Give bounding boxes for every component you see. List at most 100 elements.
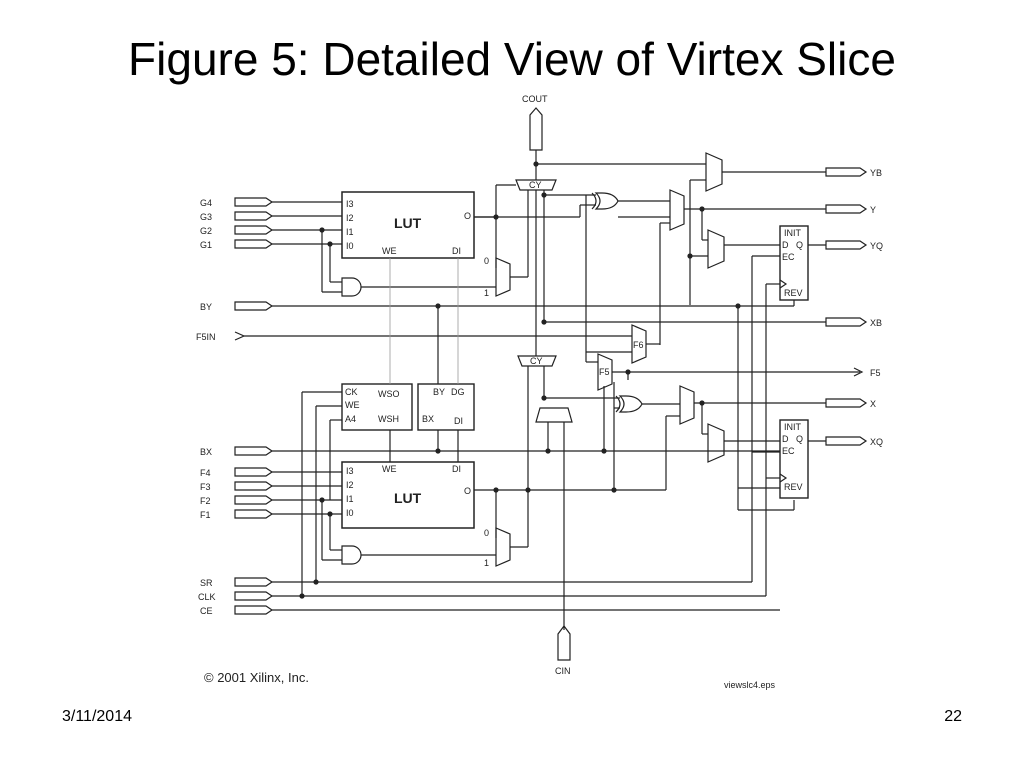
input-sr-label: SR: [200, 578, 213, 588]
input-ce-arrow: [234, 605, 274, 615]
wso-pin-wsh: WSH: [378, 414, 399, 424]
input-clk-arrow: [234, 591, 274, 601]
input-clk-label: CLK: [198, 592, 216, 602]
copyright-text: © 2001 Xilinx, Inc.: [204, 670, 309, 685]
wso-block: [341, 383, 413, 431]
mux-bottom-sel-1: 1: [484, 558, 489, 568]
ff-bottom-rev: REV: [784, 482, 803, 492]
bydg-pin-di: DI: [454, 416, 463, 426]
lut-top-pin-i3: I3: [346, 199, 354, 209]
lut-top-label: LUT: [394, 215, 422, 231]
input-bx-label: BX: [200, 447, 212, 457]
input-f1-label: F1: [200, 510, 211, 520]
mux-f5-label: F5: [599, 367, 610, 377]
input-bx-arrow: [234, 446, 274, 456]
mux-f6-label: F6: [633, 340, 644, 350]
lut-top-pin-i0: I0: [346, 241, 354, 251]
output-x-arrow: [825, 398, 868, 408]
input-g1-arrow: [234, 239, 342, 249]
lut-bottom-pin-i3: I3: [346, 466, 354, 476]
filename-text: viewslc4.eps: [724, 680, 776, 690]
lut-top-pin-di: DI: [452, 246, 461, 256]
input-by-label: BY: [200, 302, 212, 312]
carry-top-label: CY: [529, 180, 542, 190]
lut-bottom-pin-i0: I0: [346, 508, 354, 518]
mux-bottom-sel-0: 0: [484, 528, 489, 538]
ff-bottom-d: D: [782, 434, 789, 444]
mux-f5: [597, 353, 613, 391]
mux-cin-select: [535, 407, 573, 423]
and-gate-top: [341, 277, 362, 297]
output-xb-arrow: [825, 317, 868, 327]
output-y-arrow: [825, 204, 868, 214]
lut-bottom-label: LUT: [394, 490, 422, 506]
input-g4-label: G4: [200, 198, 212, 208]
ff-top-q: Q: [796, 240, 803, 250]
bydg-pin-by: BY: [433, 387, 445, 397]
input-sr-arrow: [234, 577, 274, 587]
lut-bottom-pin-i2: I2: [346, 480, 354, 490]
lut-bottom-pin-di: DI: [452, 464, 461, 474]
carry-bottom-label: CY: [530, 356, 543, 366]
mux-x-output: [679, 385, 695, 425]
carry-bottom-cy: [517, 355, 557, 367]
lut-bottom-pin-o: O: [464, 486, 471, 496]
lut-top-pin-o: O: [464, 211, 471, 221]
ff-top-d: D: [782, 240, 789, 250]
input-g1-label: G1: [200, 240, 212, 250]
lut-bottom-pin-we: WE: [382, 464, 397, 474]
lut-top-block: [341, 191, 475, 259]
lut-bottom-block: [341, 461, 475, 529]
output-xq-label: XQ: [870, 437, 883, 447]
input-f5in-label: F5IN: [196, 332, 216, 342]
lut-top-pin-i1: I1: [346, 227, 354, 237]
input-g3-arrow: [234, 211, 342, 221]
lut-top-pin-i2: I2: [346, 213, 354, 223]
slide-title: Figure 5: Detailed View of Virtex Slice: [128, 33, 896, 85]
wso-pin-we: WE: [345, 400, 360, 410]
by-dg-block: [417, 383, 475, 431]
output-yb-label: YB: [870, 168, 882, 178]
output-f5-label: F5: [870, 368, 881, 378]
ff-bottom-block: [779, 419, 809, 499]
ff-bottom-init: INIT: [784, 422, 802, 432]
wso-pin-ck: CK: [345, 387, 358, 397]
input-f2-label: F2: [200, 496, 211, 506]
output-y-label: Y: [870, 205, 876, 215]
mux-y-output: [669, 189, 685, 231]
input-ce-label: CE: [200, 606, 213, 616]
lut-top-pin-we: WE: [382, 246, 397, 256]
input-g4-arrow: [234, 197, 342, 207]
slide-date: 3/11/2014: [62, 708, 132, 725]
input-g2-arrow: [234, 225, 342, 235]
and-gate-bottom: [341, 545, 362, 565]
input-f4-arrow: [234, 467, 342, 477]
mux-top-0-1: [495, 257, 511, 297]
input-f3-label: F3: [200, 482, 211, 492]
mux-yq-input: [707, 229, 725, 269]
input-f3-arrow: [234, 481, 342, 491]
ff-bottom-ec: EC: [782, 446, 795, 456]
mux-top-sel-1: 1: [484, 288, 489, 298]
output-x-label: X: [870, 399, 876, 409]
bydg-pin-bx: BX: [422, 414, 434, 424]
output-xq-arrow: [825, 436, 868, 446]
ff-bottom-q: Q: [796, 434, 803, 444]
input-f4-label: F4: [200, 468, 211, 478]
input-by-arrow: [234, 301, 274, 311]
output-xb-label: XB: [870, 318, 882, 328]
xor-gate-top: [594, 192, 619, 210]
input-f2-arrow: [234, 495, 342, 505]
ff-top-ec: EC: [782, 252, 795, 262]
output-yb-arrow: [825, 167, 868, 177]
mux-bottom-0-1: [495, 527, 511, 567]
cout-arrow: [529, 107, 543, 151]
cin-arrow: [557, 625, 571, 661]
mux-yb-output: [705, 152, 723, 192]
mux-xq-input: [707, 423, 725, 463]
ff-top-init: INIT: [784, 228, 802, 238]
input-g3-label: G3: [200, 212, 212, 222]
wso-pin-wso: WSO: [378, 389, 400, 399]
cout-label: COUT: [522, 94, 548, 104]
lut-bottom-pin-i1: I1: [346, 494, 354, 504]
